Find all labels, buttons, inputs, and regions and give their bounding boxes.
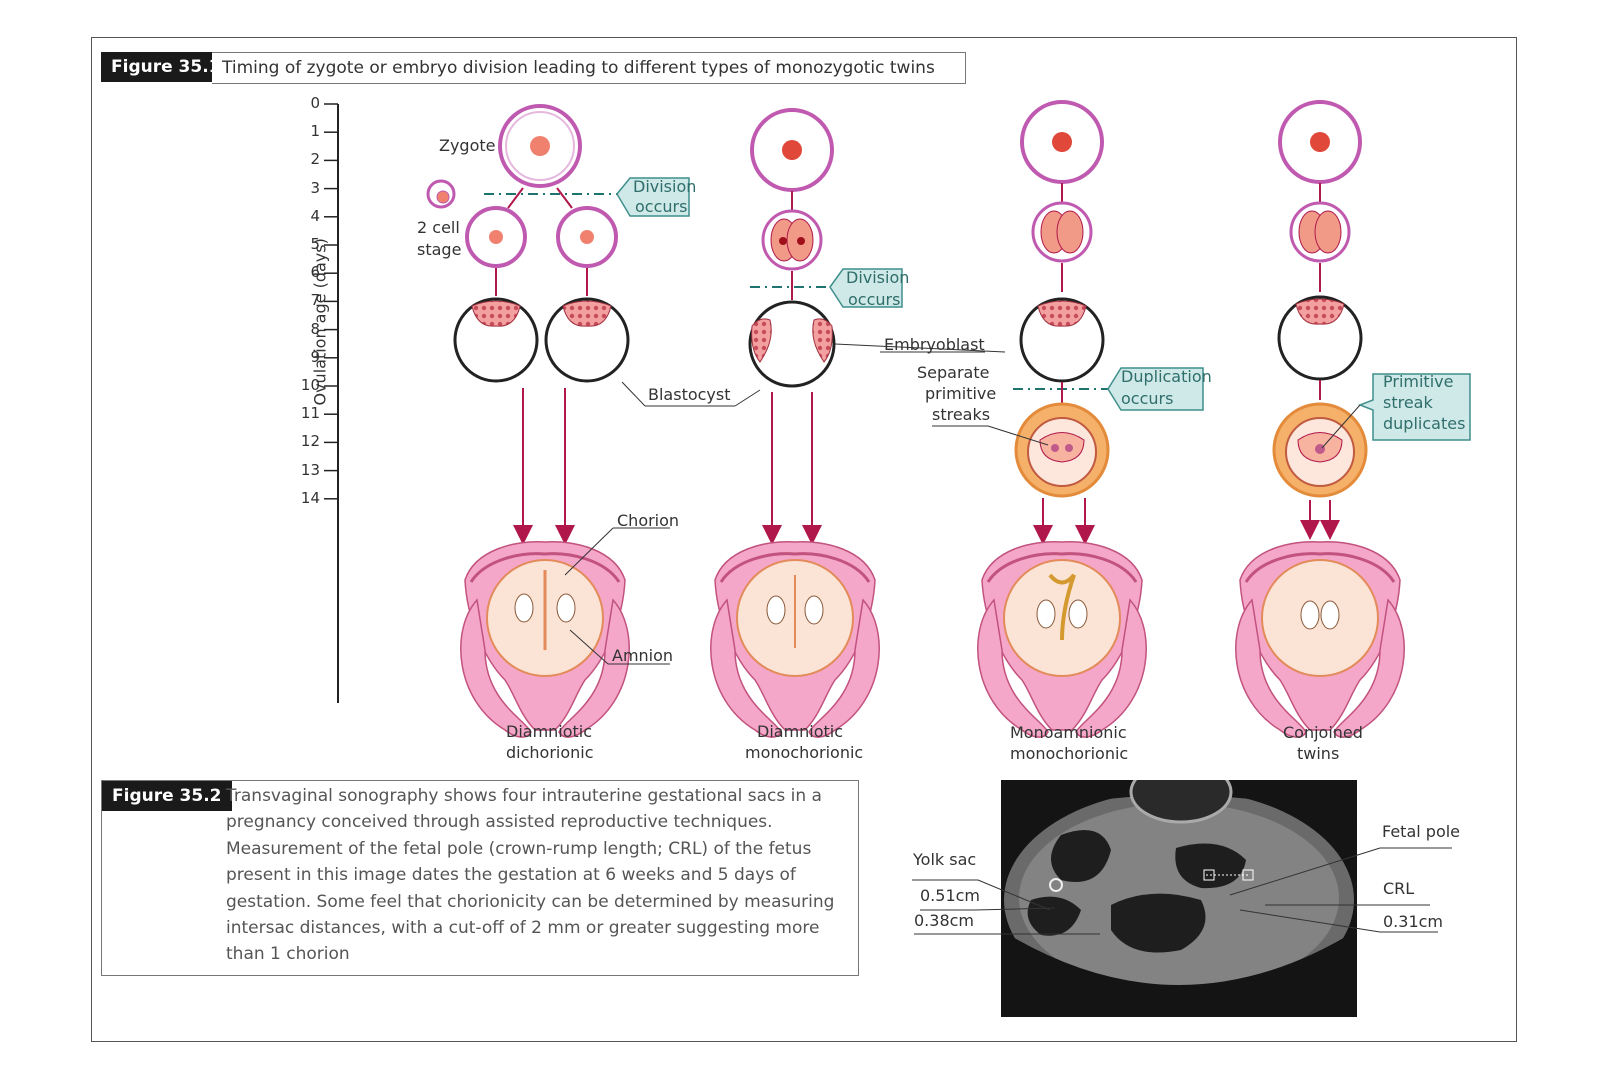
label-chorion: Chorion [617,511,680,530]
callout-primitive-1: Primitive [1383,372,1454,391]
y-tick-label: 6 [310,263,320,282]
label-crl: CRL [1383,879,1415,898]
label-2cell-1: 2 cell [417,218,460,237]
y-tick-label: 14 [300,488,320,507]
ultrasound-graphic [1001,780,1357,1017]
y-tick-label: 4 [310,206,320,225]
figure1-title: Timing of zygote or embryo division lead… [212,52,966,84]
label-separate-2: primitive [925,384,997,403]
callout-primitive-2: streak [1383,393,1433,412]
callout-duplication-1: Duplication [1121,367,1212,386]
y-tick-label: 1 [310,122,320,141]
callout-division-1a: Division [633,177,697,196]
label-zygote: Zygote [439,136,496,155]
label-measure-031: 0.31cm [1383,912,1444,931]
label-separate-3: streaks [932,405,991,424]
figure2-caption: Transvaginal sonography shows four intra… [226,783,856,968]
outcome-1-line1: Diamniotic [506,722,593,741]
page-frame [91,37,1517,1042]
caption-line: intersac distances, with a cut-off of 2 … [226,918,820,939]
outcome-2-line1: Diamniotic [757,722,844,741]
label-measure-051: 0.51cm [920,886,981,905]
caption-line: pregnancy conceived through assisted rep… [226,812,773,833]
label-2cell-2: stage [417,240,462,259]
caption-line: present in this image dates the gestatio… [226,865,796,886]
figure2-caption-box: Figure 35.2 Transvaginal sonography show… [101,780,859,976]
y-tick-label: 13 [300,460,320,479]
label-blastocyst: Blastocyst [648,385,731,404]
y-tick-label: 0 [310,94,320,112]
y-tick-label: 9 [310,347,320,366]
outcome-3-line1: Monoamnionic [1010,723,1127,742]
outcome-3-line2: monochorionic [1010,744,1129,763]
outcome-4-line2: twins [1297,744,1340,763]
outcome-1-line2: dichorionic [506,743,594,762]
callout-primitive-3: duplicates [1383,414,1466,433]
caption-line: than 1 chorion [226,944,350,965]
label-embryoblast: Embryoblast [884,335,985,354]
y-tick-label: 12 [300,432,320,451]
y-tick-label: 3 [310,178,320,197]
y-tick-label: 7 [310,291,320,310]
y-tick-label: 2 [310,150,320,169]
outcome-2-line2: monochorionic [745,743,864,762]
figure1-tag: Figure 35.1 [101,52,231,82]
caption-line: gestation. Some feel that chorionicity c… [226,891,835,912]
label-separate-1: Separate [917,363,990,382]
ultrasound-image [1001,780,1357,1017]
label-fetal-pole: Fetal pole [1382,822,1461,841]
y-tick-label: 5 [310,235,320,253]
callout-duplication-2: occurs [1121,389,1174,408]
label-measure-038: 0.38cm [914,911,975,930]
callout-division-2a: Division [846,268,910,287]
y-tick-label: 8 [310,319,320,338]
callout-division-2b: occurs [848,290,901,309]
caption-line: Measurement of the fetal pole (crown-rum… [226,838,812,859]
label-amnion: Amnion [612,646,674,665]
label-yolk-sac: Yolk sac [913,850,977,869]
y-tick-label: 11 [300,404,320,423]
y-tick-label: 10 [300,376,320,394]
outcome-4-line1: Conjoined [1283,723,1363,742]
figure2-tag: Figure 35.2 [102,781,232,811]
callout-division-1b: occurs [635,197,688,216]
caption-line: Transvaginal sonography shows four intra… [226,786,822,806]
